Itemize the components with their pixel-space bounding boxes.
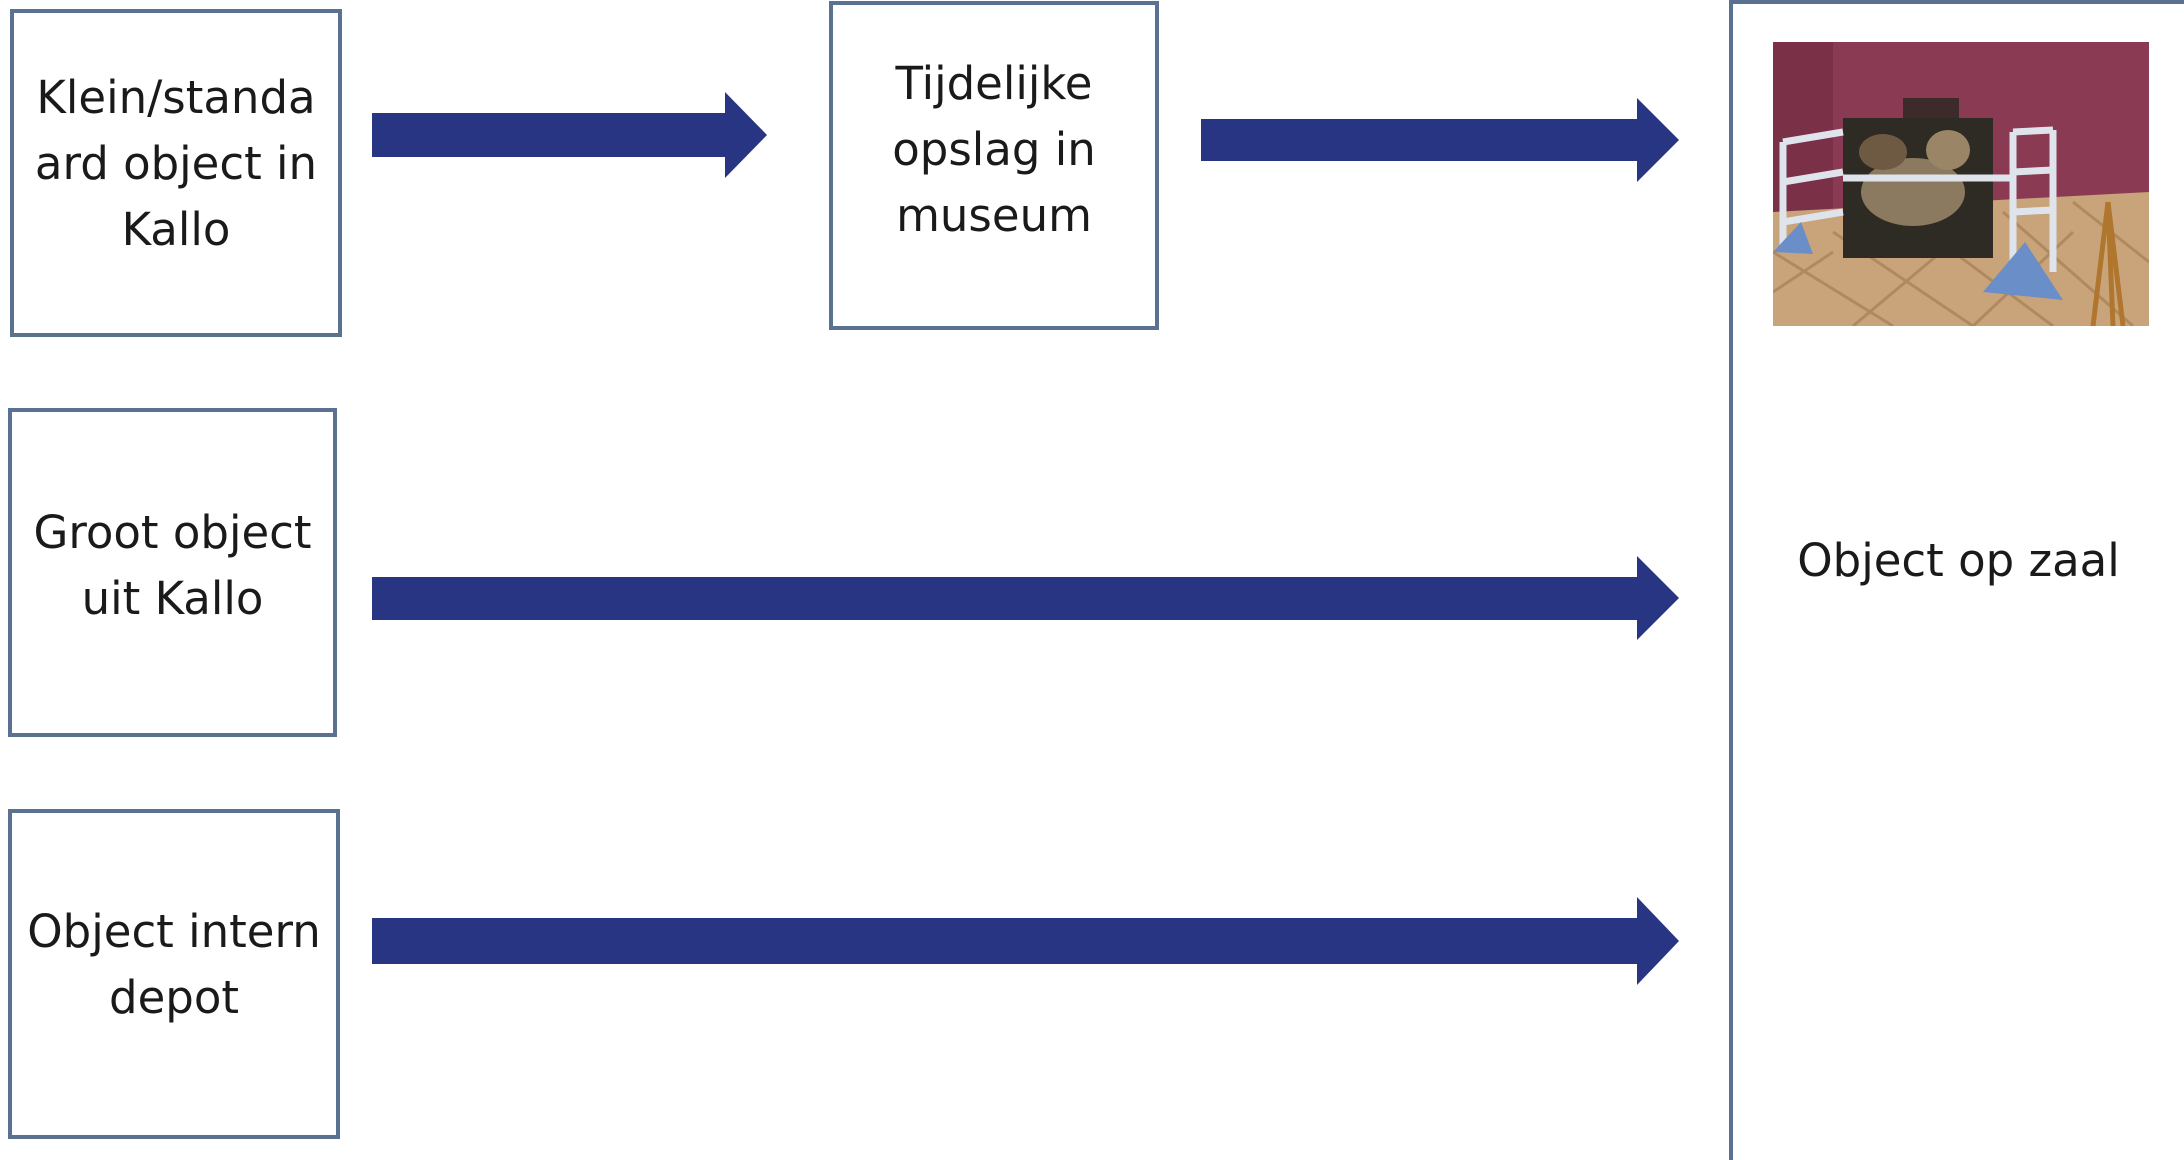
box-tijdelijk-label: Tijdelijke opslag in museum: [892, 57, 1096, 242]
box-klein-label: Klein/standaard object in Kallo: [34, 71, 318, 256]
arrow-klein-to-tijdelijk: [372, 92, 767, 178]
box-object-intern-depot: Object intern depot: [8, 809, 340, 1139]
arrow-intern-to-zaal: [372, 897, 1679, 985]
museum-gallery-photo: [1773, 42, 2149, 326]
arrow-groot-to-zaal: [372, 556, 1679, 640]
arrow-tijdelijk-to-zaal: [1201, 98, 1679, 182]
box-intern-label: Object intern depot: [27, 905, 321, 1024]
box-zaal-label: Object op zaal: [1797, 534, 2120, 587]
box-klein-object-kallo: Klein/standaard object in Kallo: [10, 9, 342, 337]
box-groot-object-kallo: Groot object uit Kallo: [8, 408, 337, 737]
box-tijdelijke-opslag: Tijdelijke opslag in museum: [829, 1, 1159, 330]
box-object-op-zaal: Object op zaal: [1729, 0, 2184, 1160]
box-groot-label: Groot object uit Kallo: [33, 506, 312, 625]
